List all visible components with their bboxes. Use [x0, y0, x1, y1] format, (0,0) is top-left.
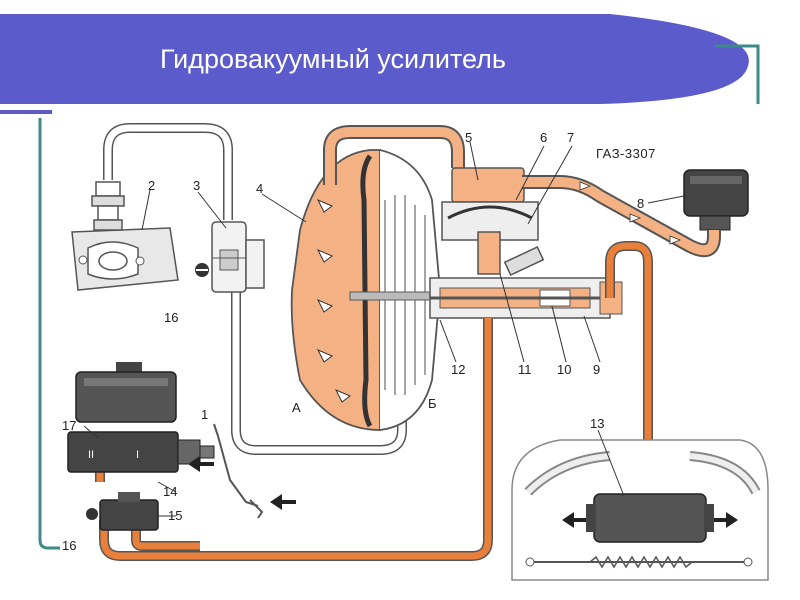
label-14: 14: [163, 484, 177, 499]
label-chamber-a: А: [292, 400, 301, 415]
valve-16-top: [195, 263, 209, 277]
label-10: 10: [557, 362, 571, 377]
label-9: 9: [593, 362, 600, 377]
wheel-brake: [511, 439, 769, 581]
check-valve: [211, 221, 265, 293]
air-hose: [522, 175, 721, 258]
label-11: 11: [518, 362, 532, 377]
distribution-block: [99, 492, 159, 531]
label-chamber-b: Б: [428, 396, 437, 411]
label-13: 13: [590, 416, 604, 431]
intake-manifold: [71, 181, 179, 291]
diaphragm: [360, 154, 373, 428]
leader-lines: [83, 141, 685, 517]
master-cylinder: [67, 362, 215, 473]
label-12: 12: [451, 362, 465, 377]
label-1: 1: [201, 407, 208, 422]
vacuum-pipe-lower: [231, 290, 407, 455]
label-16-bottom: 16: [62, 538, 76, 553]
brake-pedal: [213, 423, 264, 519]
label-4: 4: [256, 181, 263, 196]
label-7: 7: [567, 130, 574, 145]
frame-line-left: [38, 118, 60, 550]
vacuum-pipe: [103, 123, 233, 220]
label-roman-1: I: [136, 449, 139, 461]
label-16-top: 16: [164, 310, 178, 325]
flow-arrows: [188, 456, 738, 528]
label-roman-2: II: [88, 449, 94, 461]
model-label: ГАЗ-3307: [596, 146, 656, 161]
control-valve: [441, 167, 545, 276]
label-6: 6: [540, 130, 547, 145]
frame-line-top: [715, 44, 760, 104]
label-15: 15: [168, 508, 182, 523]
banner-underline: [0, 110, 52, 114]
label-5: 5: [465, 130, 472, 145]
label-8: 8: [637, 196, 644, 211]
valve-16-bottom: [86, 508, 98, 520]
label-3: 3: [193, 178, 200, 193]
air-filter: [683, 169, 749, 231]
title-banner: [0, 14, 760, 114]
vacuum-hose-top: [323, 125, 465, 185]
hydraulic-cylinder: [429, 277, 623, 319]
label-2: 2: [148, 178, 155, 193]
brake-line-rear: [605, 241, 653, 476]
label-17: 17: [62, 418, 76, 433]
banner-shape: [0, 14, 749, 104]
slide-title: Гидровакуумный усилитель: [160, 44, 506, 74]
